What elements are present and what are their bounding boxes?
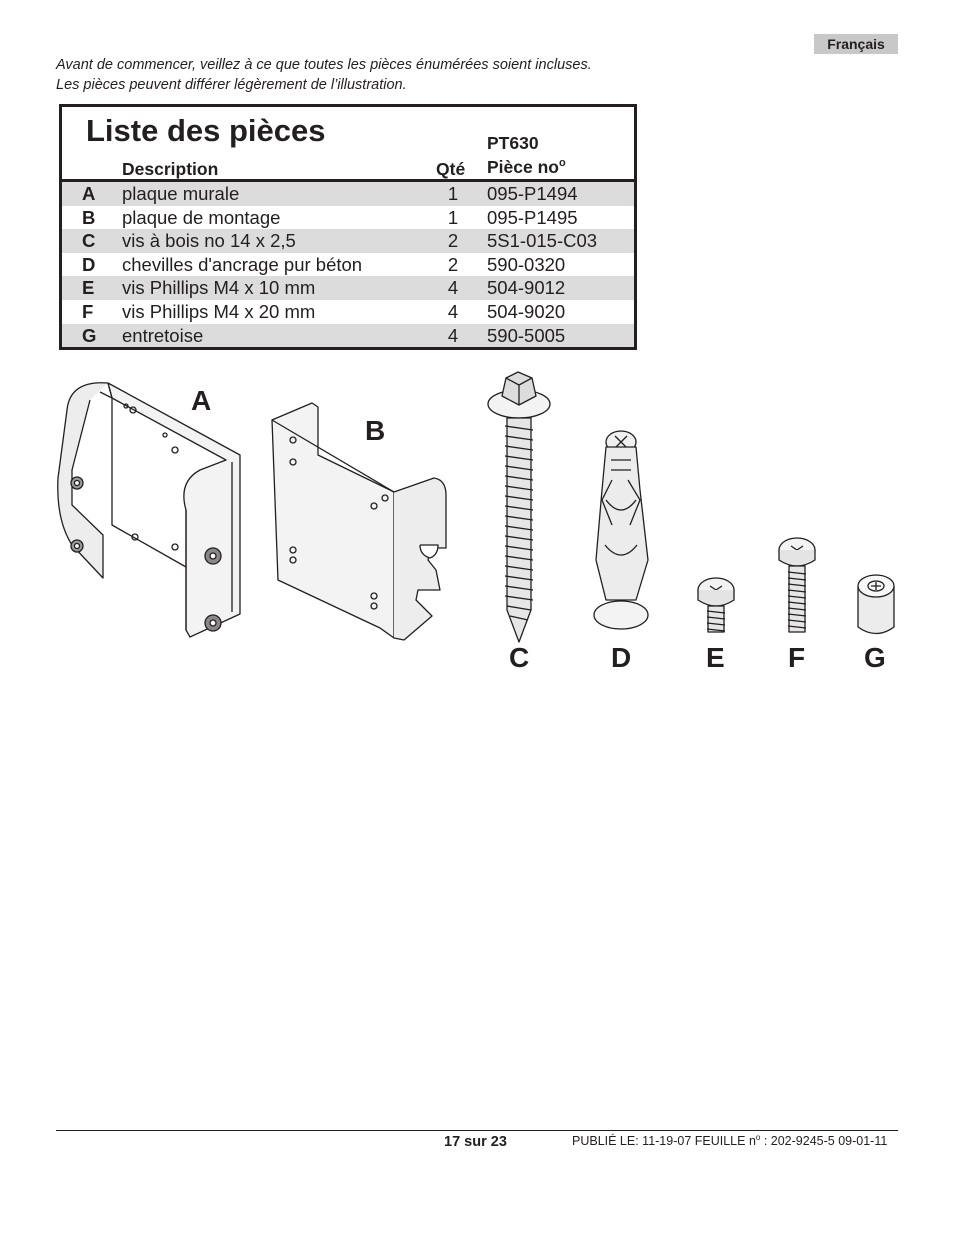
published-text: PUBLIÉ LE: 11-19-07 FEUILLE n: [572, 1134, 756, 1149]
parts-list-title: Liste des pièces: [86, 113, 326, 148]
figure-label-e: E: [706, 642, 725, 673]
row-part-no: 590-0320: [487, 253, 566, 275]
row-description: vis Phillips M4 x 20 mm: [122, 301, 316, 322]
row-qty: 2: [447, 253, 459, 275]
row-part-no: 095-P1494: [487, 183, 578, 204]
row-letter: G: [82, 324, 97, 346]
figure-label-d: D: [611, 642, 632, 673]
parts-illustration: [57, 371, 895, 643]
col-header-qty: Qté: [436, 159, 466, 179]
intro-line-2: Les pièces peuvent différer légèrement d…: [56, 76, 407, 93]
sheet-number: : 202-9245-5 09-01-11: [760, 1134, 888, 1149]
table-row: G entretoise 4 590-5005: [62, 323, 634, 348]
row-letter: D: [82, 253, 96, 275]
col-header-part-no: Pièce noo: [487, 157, 566, 178]
long-screw-drawing: [778, 537, 816, 633]
lag-screw-drawing: [487, 371, 551, 643]
row-description: vis Phillips M4 x 10 mm: [122, 277, 316, 299]
row-part-no: 095-P1495: [487, 206, 578, 228]
part-no-label: Pièce no: [487, 157, 559, 177]
col-header-description: Description: [122, 159, 219, 179]
row-description: vis à bois no 14 x 2,5: [122, 230, 296, 252]
table-row: F vis Phillips M4 x 20 mm 4 504-9020: [62, 300, 634, 324]
row-part-no: 5S1-015-C03: [487, 230, 598, 252]
col-header-model: PT630: [487, 133, 539, 153]
figure-label-b: B: [365, 415, 386, 446]
wall-plate-drawing: [57, 382, 241, 638]
figure-label-c: C: [509, 642, 530, 673]
row-letter: B: [82, 206, 96, 228]
table-row: B plaque de montage 1 095-P1495: [62, 206, 634, 230]
row-description: plaque de montage: [122, 206, 281, 228]
row-part-no: 590-5005: [487, 324, 566, 346]
row-letter: F: [82, 301, 94, 322]
row-qty: 2: [447, 230, 459, 252]
table-row: D chevilles d'ancrage pur béton 2 590-03…: [62, 253, 634, 277]
table-row: A plaque murale 1 095-P1494: [62, 182, 634, 206]
concrete-anchor-drawing: [593, 430, 649, 630]
intro-text: Avant de commencer, veillez à ce que tou…: [56, 56, 592, 95]
row-qty: 1: [447, 206, 459, 228]
language-badge: Français: [814, 34, 898, 54]
spacer-drawing: [857, 574, 895, 635]
table-row: C vis à bois no 14 x 2,5 2 5S1-015-C03: [62, 229, 634, 253]
row-part-no: 504-9020: [487, 301, 566, 322]
row-part-no: 504-9012: [487, 277, 566, 299]
row-letter: A: [82, 183, 96, 204]
row-qty: 4: [447, 324, 459, 346]
mounting-plate-drawing: [271, 402, 447, 641]
figure-label-f: F: [788, 642, 806, 673]
parts-list-table: Liste des pièces Description Qté PT630 P…: [59, 104, 637, 350]
row-letter: E: [82, 277, 95, 299]
part-no-superscript: o: [558, 157, 566, 170]
published-superscript: o: [755, 1133, 761, 1142]
row-qty: 4: [447, 277, 459, 299]
row-description: chevilles d'ancrage pur béton: [122, 253, 363, 275]
row-letter: C: [82, 230, 96, 252]
row-description: plaque murale: [122, 183, 240, 204]
footer-divider: [56, 1130, 898, 1131]
row-qty: 4: [447, 301, 459, 322]
figure-label-g: G: [864, 642, 886, 673]
table-row: E vis Phillips M4 x 10 mm 4 504-9012: [62, 276, 634, 300]
page-number: 17 sur 23: [444, 1134, 507, 1150]
row-description: entretoise: [122, 324, 204, 346]
intro-line-1: Avant de commencer, veillez à ce que tou…: [56, 57, 592, 73]
row-qty: 1: [447, 183, 459, 204]
figure-label-a: A: [191, 385, 212, 416]
short-screw-drawing: [697, 577, 735, 633]
header-divider: [62, 179, 634, 182]
publication-info: PUBLIÉ LE: 11-19-07 FEUILLE no : 202-924…: [572, 1133, 887, 1148]
